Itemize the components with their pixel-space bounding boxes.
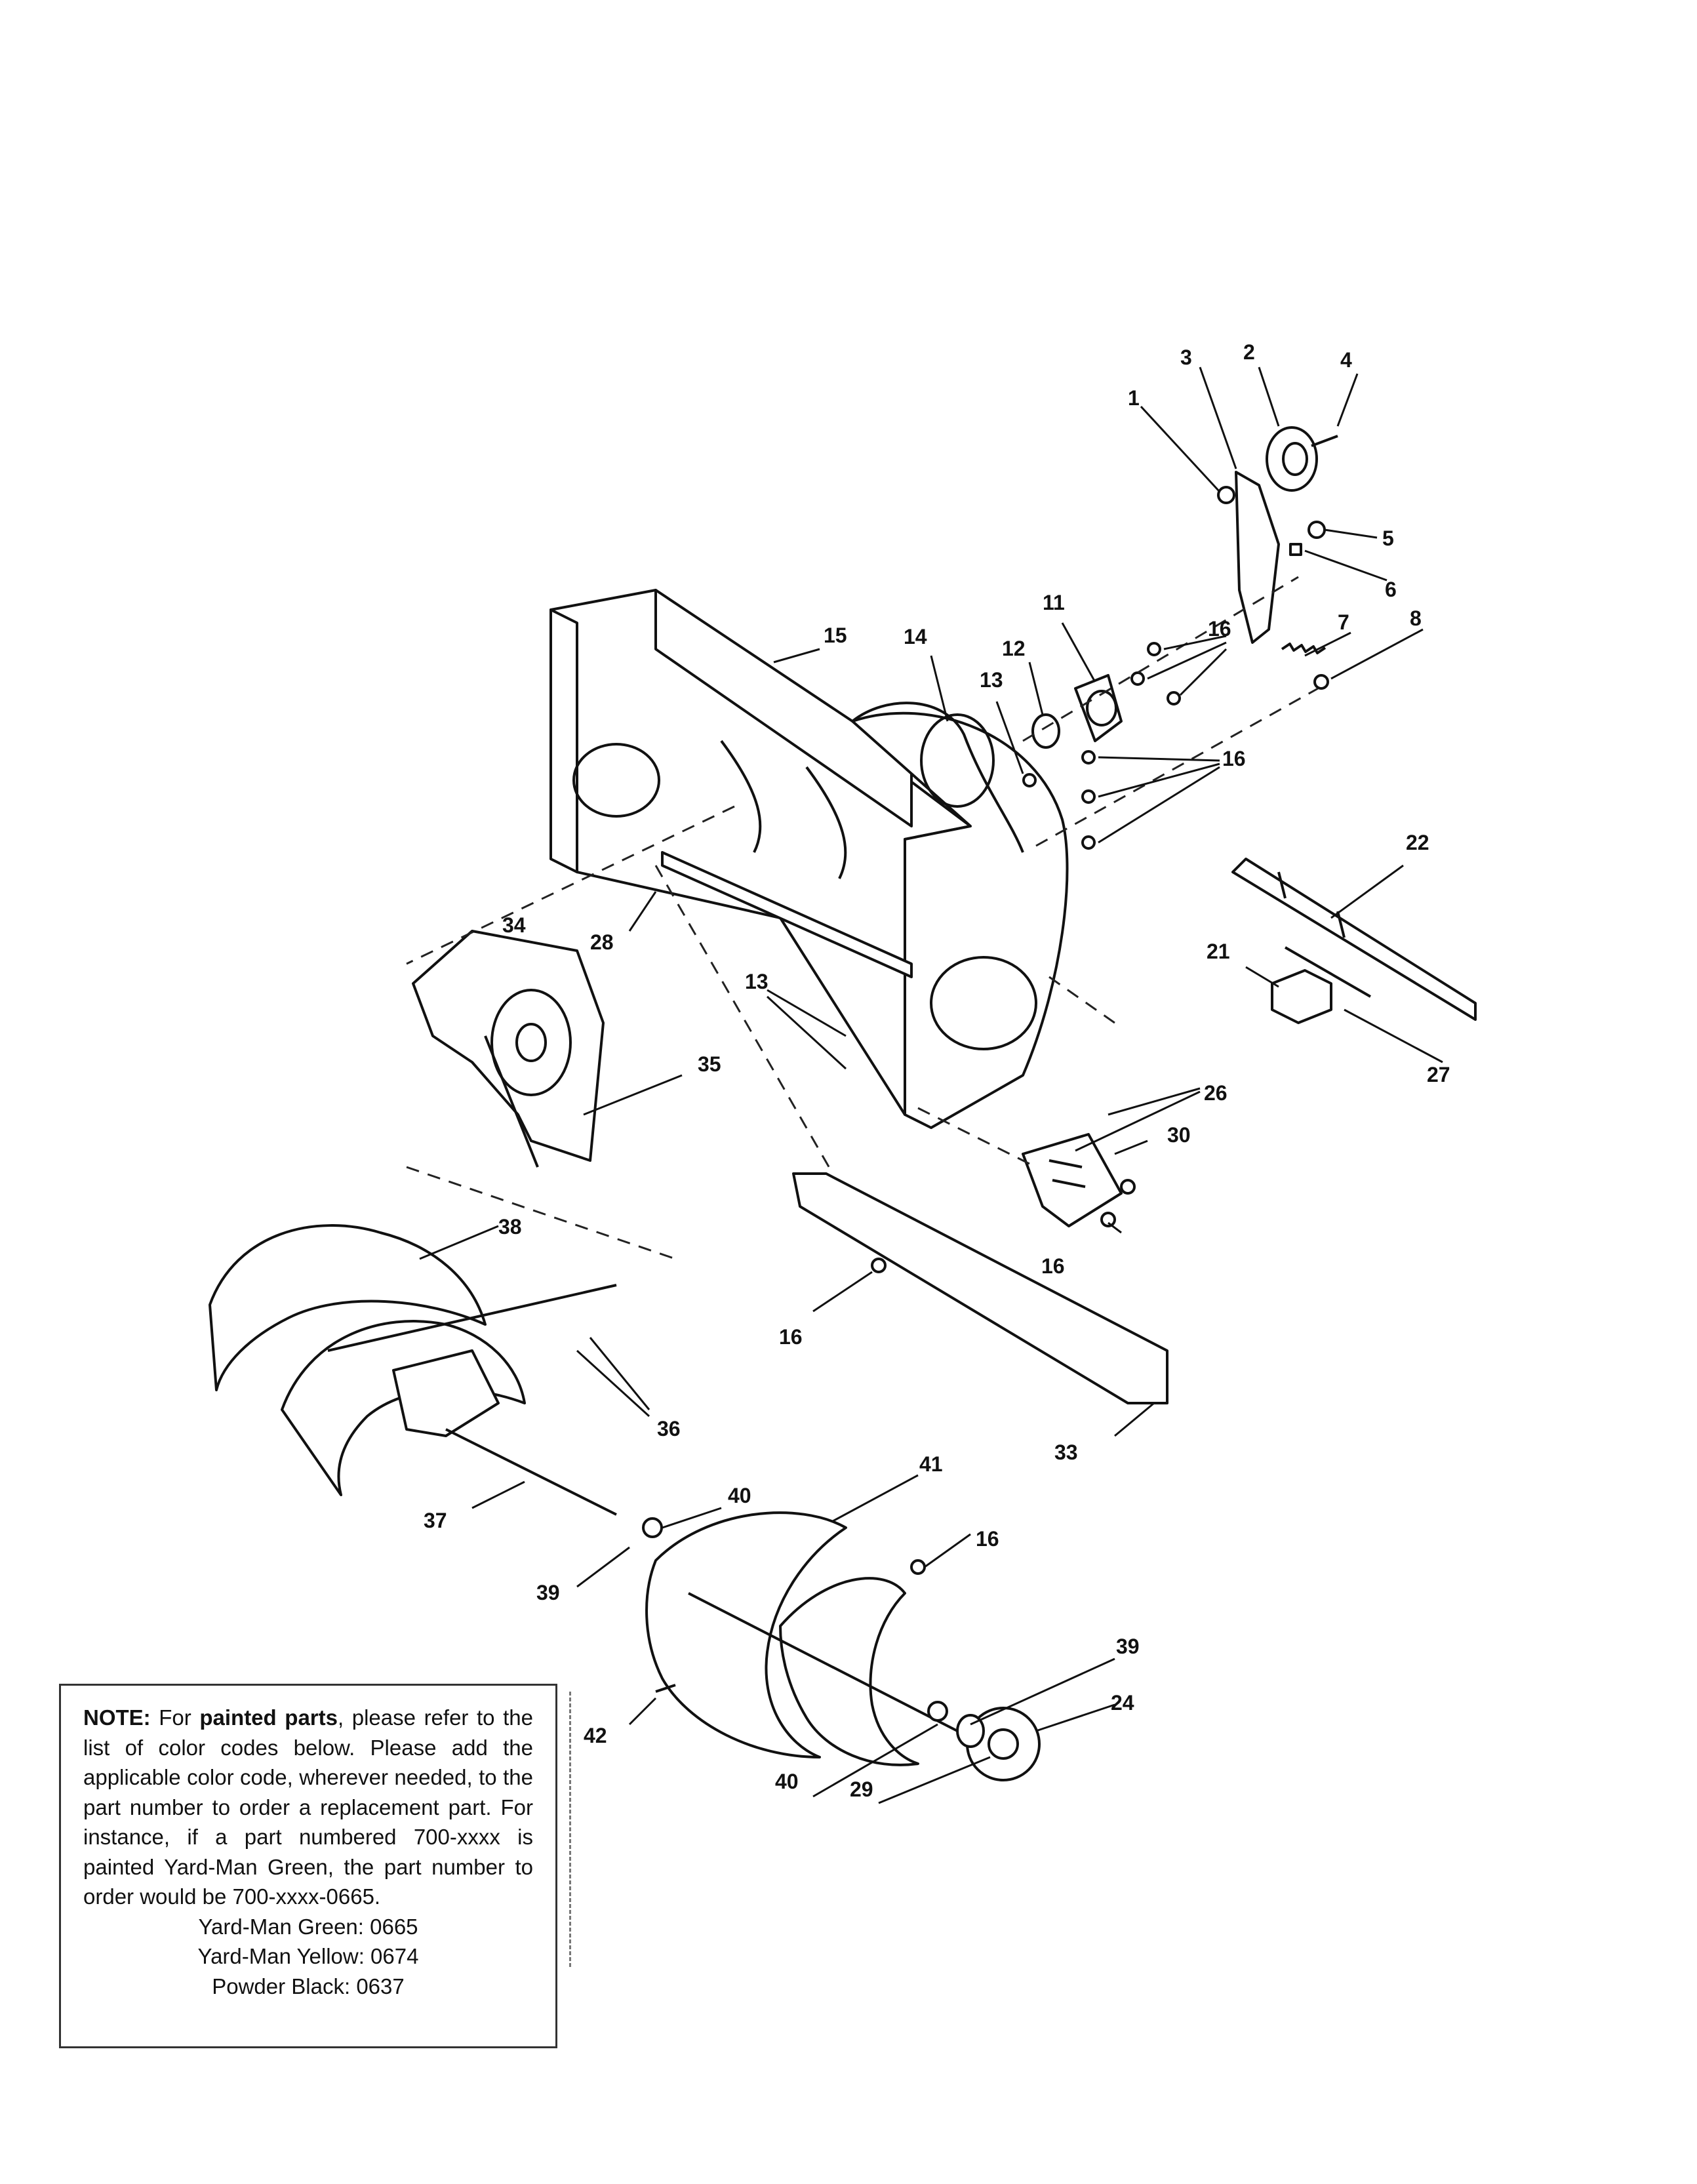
idler-assembly (1217, 426, 1338, 690)
callout-33: 33 (1054, 1440, 1078, 1464)
callout-40b: 40 (775, 1770, 799, 1793)
callout-3: 3 (1180, 346, 1192, 369)
callout-16a: 16 (1208, 617, 1231, 641)
note-text-part1: For (150, 1705, 200, 1730)
callout-12: 12 (1002, 637, 1026, 660)
color-code-green: Yard-Man Green: 0665 (198, 1914, 418, 1939)
callout-14: 14 (904, 625, 927, 648)
callout-15: 15 (824, 624, 847, 647)
callout-39a: 39 (536, 1581, 560, 1604)
callout-34: 34 (502, 913, 526, 937)
bearing-housing (655, 1684, 1041, 1781)
callout-22: 22 (1406, 831, 1429, 854)
leader-lines (419, 367, 1443, 1804)
right-auger (642, 1511, 958, 1766)
callout-16c: 16 (1041, 1254, 1065, 1278)
callout-13a: 13 (980, 668, 1003, 692)
callout-38: 38 (498, 1215, 522, 1239)
auger-housing (549, 589, 1069, 1129)
note-emphasis: painted parts (199, 1705, 338, 1730)
callout-13b: 13 (745, 970, 769, 993)
impeller (412, 930, 605, 1168)
callout-26: 26 (1204, 1081, 1228, 1105)
callout-39b: 39 (1116, 1635, 1140, 1658)
callout-numbers: 1 2 3 4 5 6 7 8 11 12 13 14 15 16 16 22 … (424, 340, 1450, 1801)
callout-30: 30 (1167, 1123, 1191, 1147)
callout-21: 21 (1207, 940, 1230, 963)
painted-parts-note: NOTE: For painted parts, please refer to… (59, 1684, 557, 2048)
note-label: NOTE: (83, 1705, 151, 1730)
note-text: NOTE: For painted parts, please refer to… (83, 1703, 533, 1912)
callout-4: 4 (1340, 348, 1352, 372)
callout-37: 37 (424, 1509, 447, 1532)
color-code-black: Powder Black: 0637 (212, 1974, 405, 1998)
divider-line (569, 1692, 571, 1967)
callout-41: 41 (919, 1452, 943, 1476)
callout-6: 6 (1385, 578, 1397, 601)
shave-plate (792, 1133, 1168, 1404)
callout-8: 8 (1410, 606, 1422, 630)
callout-5: 5 (1382, 526, 1394, 550)
callout-24: 24 (1111, 1691, 1134, 1715)
left-auger (209, 1224, 617, 1516)
callout-27: 27 (1427, 1063, 1450, 1086)
callout-40a: 40 (728, 1484, 751, 1507)
alignment-lines (406, 576, 1319, 1260)
callout-29: 29 (850, 1777, 873, 1801)
callout-2: 2 (1243, 340, 1255, 364)
callout-11: 11 (1043, 591, 1065, 614)
callout-16d: 16 (779, 1325, 803, 1349)
note-text-part2: , please refer to the list of color code… (83, 1705, 533, 1909)
callout-7: 7 (1338, 610, 1349, 634)
callout-36: 36 (657, 1417, 681, 1440)
callout-16e: 16 (976, 1527, 999, 1551)
bearing-assembly (920, 642, 1181, 850)
callout-16b: 16 (1222, 747, 1246, 770)
callout-35: 35 (698, 1052, 721, 1076)
color-code-yellow: Yard-Man Yellow: 0674 (197, 1944, 419, 1969)
callout-1: 1 (1128, 386, 1140, 410)
drive-shaft-assembly (1231, 858, 1477, 1024)
callout-28: 28 (590, 930, 614, 954)
callout-42: 42 (584, 1724, 607, 1747)
